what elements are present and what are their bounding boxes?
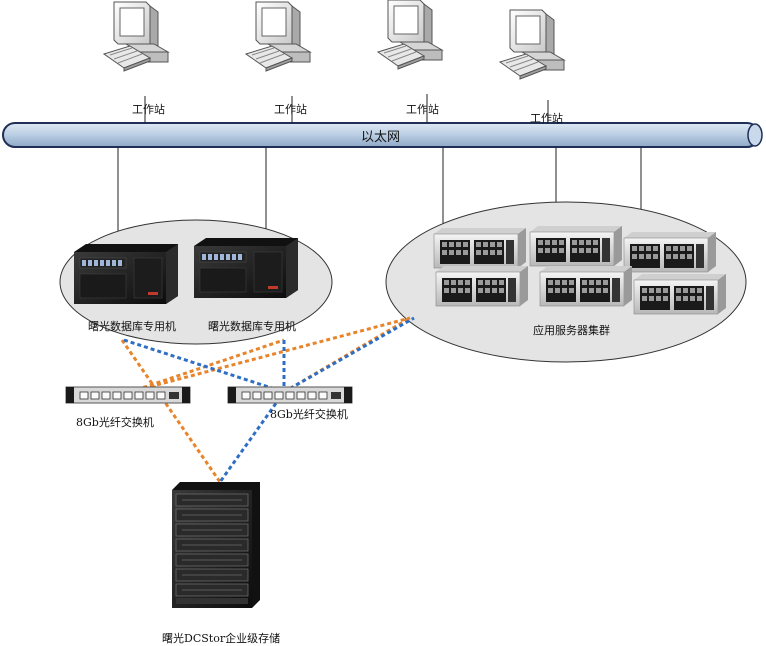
app-cluster-label: 应用服务器集群 <box>533 324 610 337</box>
workstation-label-1: 工作站 <box>132 103 165 116</box>
app-server-1 <box>433 227 527 269</box>
workstation-label-2: 工作站 <box>274 103 307 116</box>
app-server-3 <box>623 231 717 273</box>
ethernet-label: 以太网 <box>361 130 401 145</box>
app-server-5 <box>539 265 633 307</box>
fc-switch-1 <box>65 386 191 404</box>
workstation-2 <box>245 1 311 72</box>
fc-switch-2 <box>227 386 353 404</box>
app-server-2 <box>529 225 623 267</box>
workstation-label-3: 工作站 <box>406 103 439 116</box>
db-server-1 <box>73 243 179 305</box>
ethernet-bus <box>2 122 763 148</box>
switch-label-1: 8Gb光纤交换机 <box>76 416 154 429</box>
app-server-4 <box>435 265 529 307</box>
workstation-1 <box>103 1 169 72</box>
db-server-2 <box>193 237 299 299</box>
workstation-4 <box>499 9 565 80</box>
storage-rack <box>172 482 260 608</box>
db-server-label-2: 曙光数据库专用机 <box>208 320 296 333</box>
workstation-label-4: 工作站 <box>530 112 563 125</box>
storage-label: 曙光DCStor企业级存储 <box>162 632 281 645</box>
db-server-label-1: 曙光数据库专用机 <box>88 320 176 333</box>
app-server-6 <box>633 273 727 315</box>
san-links <box>120 316 415 483</box>
workstation-3 <box>377 0 443 70</box>
switch-label-2: 8Gb光纤交换机 <box>270 408 348 421</box>
